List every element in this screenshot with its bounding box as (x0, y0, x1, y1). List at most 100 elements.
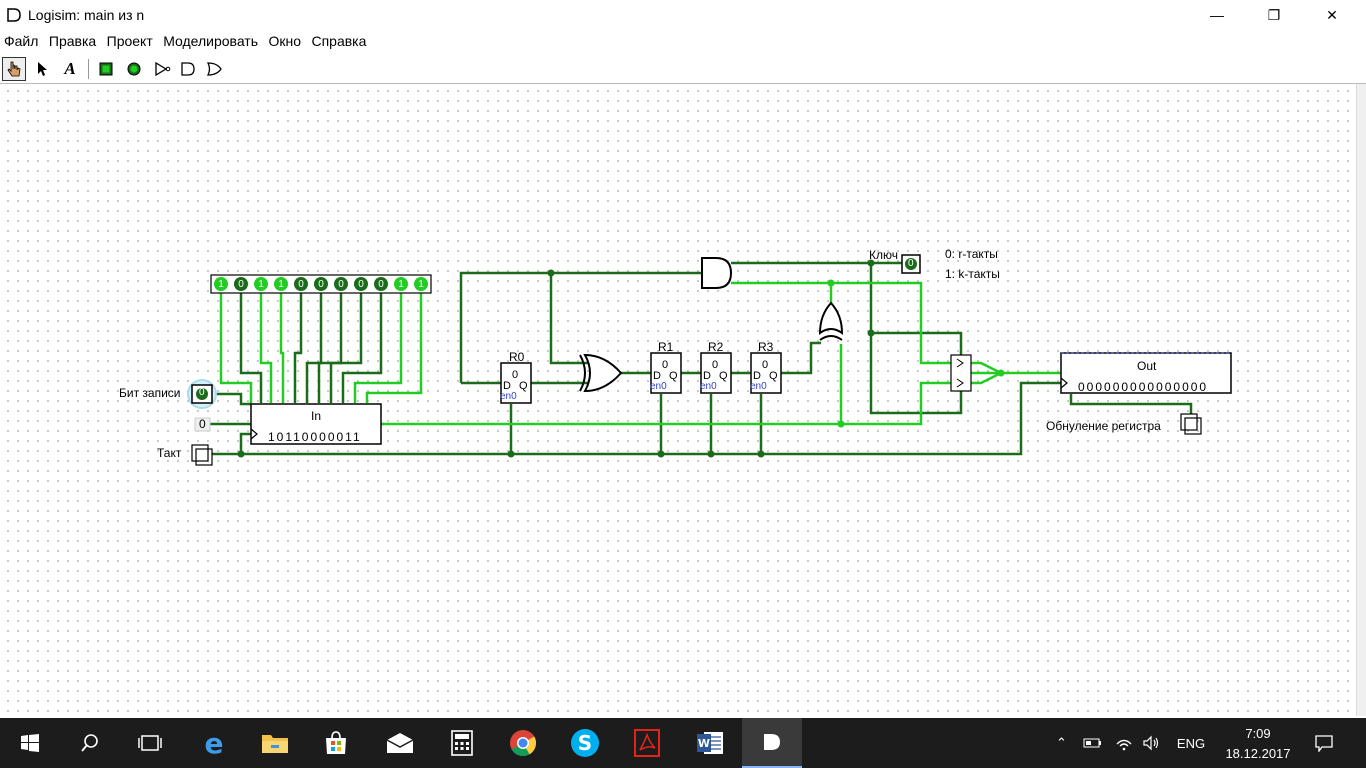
select-arrow-icon[interactable] (30, 57, 54, 81)
skype-icon[interactable]: S (555, 718, 615, 768)
wire-key-mux-sel (871, 331, 963, 363)
input-bit-5[interactable]: 0 (314, 277, 328, 291)
input-pin-icon[interactable] (94, 57, 118, 81)
or-gate-icon[interactable] (202, 57, 226, 81)
wire-bit-4 (293, 293, 303, 403)
and-gate-icon[interactable] (176, 57, 200, 81)
battery-icon[interactable] (1083, 737, 1103, 749)
wire-bit-9 (353, 293, 403, 403)
clock-date: 18.12.2017 (1225, 746, 1291, 761)
menu-file[interactable]: Файл (4, 33, 39, 49)
show-hidden-icons-icon[interactable]: ⌃ (1056, 735, 1067, 750)
out-register-name: Out (1137, 359, 1157, 373)
r2-q-value: 0 (712, 359, 719, 371)
input-bit-value: 1 (398, 278, 404, 290)
toolbar-separator (88, 59, 89, 79)
r1-q: Q (669, 370, 678, 382)
search-icon[interactable] (60, 718, 120, 768)
out-register-box (1060, 352, 1232, 394)
key-value[interactable]: 0 (908, 258, 914, 269)
wire-bit-3 (279, 293, 285, 403)
r1-name: R1 (658, 340, 674, 354)
or-gate (583, 353, 623, 393)
input-bit-7[interactable]: 0 (354, 277, 368, 291)
multiplexer (950, 354, 972, 392)
poke-tool-icon[interactable] (2, 57, 26, 81)
volume-icon[interactable] (1143, 735, 1161, 751)
wire-in-out (381, 414, 923, 426)
write-bit-value[interactable]: 0 (199, 387, 205, 398)
store-icon[interactable] (306, 718, 366, 768)
input-bit-9[interactable]: 1 (394, 277, 408, 291)
in-register-box (250, 403, 382, 445)
logisim-taskbar-icon[interactable] (742, 718, 802, 768)
menu-help[interactable]: Справка (311, 33, 367, 49)
windows-start-icon[interactable] (0, 718, 60, 768)
r1-en: en0 (650, 381, 667, 392)
key-note-0: 0: r-такты (945, 247, 998, 261)
acrobat-icon[interactable] (617, 718, 677, 768)
r0-name: R0 (509, 350, 525, 364)
wire-bit-0 (219, 293, 253, 403)
mail-icon[interactable] (370, 718, 430, 768)
input-bit-10[interactable]: 1 (414, 277, 428, 291)
minimize-button[interactable]: — (1210, 7, 1224, 23)
text-tool-icon[interactable]: A (64, 59, 76, 78)
task-view-icon[interactable] (120, 718, 180, 768)
r0-q-value: 0 (512, 369, 519, 381)
output-pin-icon[interactable] (122, 57, 146, 81)
title-bar: Logisim: main из n — ❐ ✕ (0, 0, 1366, 30)
menu-window[interactable]: Окно (268, 33, 302, 49)
menu-edit[interactable]: Правка (48, 33, 97, 49)
r2-q: Q (719, 370, 728, 382)
wire-bit-5 (305, 293, 323, 403)
logisim-app-icon (7, 8, 21, 22)
file-explorer-icon[interactable] (245, 718, 305, 768)
out-register-value: 000000000000000 (1078, 380, 1209, 394)
reset-label: Обнуление регистра (1046, 419, 1161, 433)
svg-text:W: W (698, 737, 710, 750)
not-gate-icon[interactable] (150, 57, 174, 81)
r2-box (700, 352, 732, 394)
input-bit-4[interactable]: 0 (294, 277, 308, 291)
menu-simulate[interactable]: Моделировать (163, 33, 259, 49)
wire-junctions (237, 259, 1005, 458)
r0-q: Q (519, 380, 528, 392)
r3-en: en0 (750, 381, 767, 392)
word-icon[interactable]: W (680, 718, 740, 768)
r1-box (650, 352, 682, 394)
input-bit-value: 1 (258, 278, 264, 290)
close-button[interactable]: ✕ (1326, 6, 1338, 23)
r0-en: en0 (500, 391, 517, 402)
language-indicator[interactable]: ENG (1176, 735, 1206, 751)
const-zero-box (194, 417, 211, 432)
taskbar-clock[interactable]: 7:09 18.12.2017 (1220, 724, 1296, 764)
vertical-scrollbar[interactable] (1357, 84, 1366, 716)
input-bit-value: 0 (238, 278, 244, 290)
xor-gate (818, 301, 844, 335)
input-bit-1[interactable]: 0 (234, 277, 248, 291)
menu-bar: Файл Правка Проект Моделировать Окно Спр… (0, 31, 1366, 53)
input-bit-2[interactable]: 1 (254, 277, 268, 291)
r1-q-value: 0 (662, 359, 669, 371)
input-bit-8[interactable]: 0 (374, 277, 388, 291)
input-bit-3[interactable]: 1 (274, 277, 288, 291)
clock-label: Такт (157, 446, 182, 460)
in-register-value: 10110000011 (268, 430, 362, 444)
calculator-icon[interactable] (432, 718, 492, 768)
chrome-icon[interactable] (493, 718, 553, 768)
wifi-icon[interactable] (1115, 735, 1133, 751)
r2-name: R2 (708, 340, 724, 354)
menu-project[interactable]: Проект (106, 33, 153, 49)
wire-bit-8 (341, 293, 383, 403)
input-bit-6[interactable]: 0 (334, 277, 348, 291)
window-title: Logisim: main из n (28, 7, 145, 23)
maximize-button[interactable]: ❐ (1267, 6, 1281, 23)
edge-browser-icon[interactable]: e (204, 726, 224, 760)
input-bit-0[interactable]: 1 (214, 277, 228, 291)
input-bit-value: 0 (338, 278, 344, 290)
notification-icon[interactable] (1296, 718, 1352, 768)
wire-feedback-top (459, 271, 701, 383)
circuit-canvas[interactable] (1, 84, 1357, 716)
system-tray: ⌃ ENG (1056, 718, 1205, 768)
